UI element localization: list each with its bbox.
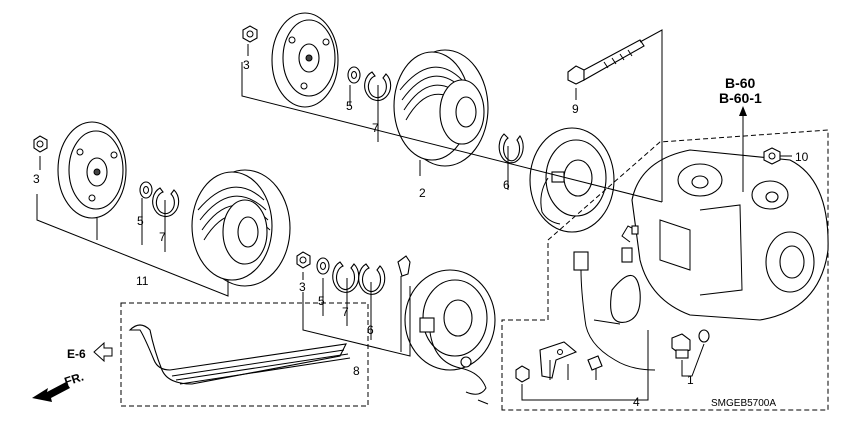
drawing-code: SMGEB5700A <box>711 398 776 409</box>
ref-code-b60: B-60 <box>725 75 756 91</box>
leader-lines <box>36 29 792 401</box>
shim-upper[interactable] <box>347 66 361 84</box>
compressor-body[interactable] <box>621 149 829 321</box>
pressure-plate-left[interactable] <box>57 121 127 219</box>
snap-ring-lower-b[interactable] <box>358 263 386 295</box>
callout-5: 5 <box>137 214 144 228</box>
shim-lower[interactable] <box>316 257 330 275</box>
callout-8: 8 <box>353 364 360 378</box>
field-coil-upper[interactable] <box>529 127 615 233</box>
callout-10: 10 <box>795 150 809 164</box>
nut-left[interactable] <box>33 135 48 153</box>
nav-ref-label: E-6 <box>67 347 86 361</box>
callout-9: 9 <box>572 102 579 116</box>
nav-ref-e6[interactable]: E-6 <box>67 341 113 363</box>
through-bolt[interactable] <box>567 39 645 85</box>
callout-7: 7 <box>372 121 379 135</box>
bolt-4[interactable] <box>515 365 530 383</box>
nut-10[interactable] <box>763 147 781 165</box>
callout-2: 2 <box>419 186 426 200</box>
pulley-upper[interactable] <box>393 49 489 167</box>
sensor-4[interactable] <box>587 355 603 371</box>
relief-valve[interactable] <box>671 329 710 359</box>
belt-inset <box>120 302 369 407</box>
field-coil-lower[interactable] <box>404 269 496 405</box>
callout-3: 3 <box>243 58 250 72</box>
snap-ring-field-upper[interactable] <box>498 133 524 164</box>
snap-ring-left[interactable] <box>152 187 180 217</box>
arrow-left-icon <box>93 341 113 363</box>
callout-3: 3 <box>299 280 306 294</box>
callout-6: 6 <box>503 178 510 192</box>
nut-upper[interactable] <box>242 25 258 43</box>
snap-ring-lower-a[interactable] <box>332 261 360 293</box>
bracket-4[interactable] <box>539 341 578 379</box>
ref-code-b60-1: B-60-1 <box>719 90 762 106</box>
shim-left[interactable] <box>139 181 153 199</box>
bracket-clip-lower[interactable] <box>397 255 411 277</box>
callout-5: 5 <box>346 99 353 113</box>
pressure-plate-upper[interactable] <box>271 12 339 108</box>
compressor-group-outline <box>501 129 829 411</box>
callout-7: 7 <box>342 305 349 319</box>
wire-harness[interactable] <box>573 247 656 371</box>
callout-6: 6 <box>367 323 374 337</box>
front-indicator: FR. <box>32 370 85 402</box>
pulley-left[interactable] <box>191 169 291 287</box>
callout-4: 4 <box>633 395 640 409</box>
callout-3: 3 <box>33 172 40 186</box>
callout-11: 11 <box>136 274 149 288</box>
snap-ring-upper[interactable] <box>364 71 392 101</box>
callout-1: 1 <box>687 373 694 387</box>
callout-7: 7 <box>159 230 166 244</box>
callout-5: 5 <box>318 294 325 308</box>
nut-lower[interactable] <box>296 251 311 269</box>
front-arrow-icon <box>32 382 70 402</box>
front-label: FR. <box>63 370 86 389</box>
